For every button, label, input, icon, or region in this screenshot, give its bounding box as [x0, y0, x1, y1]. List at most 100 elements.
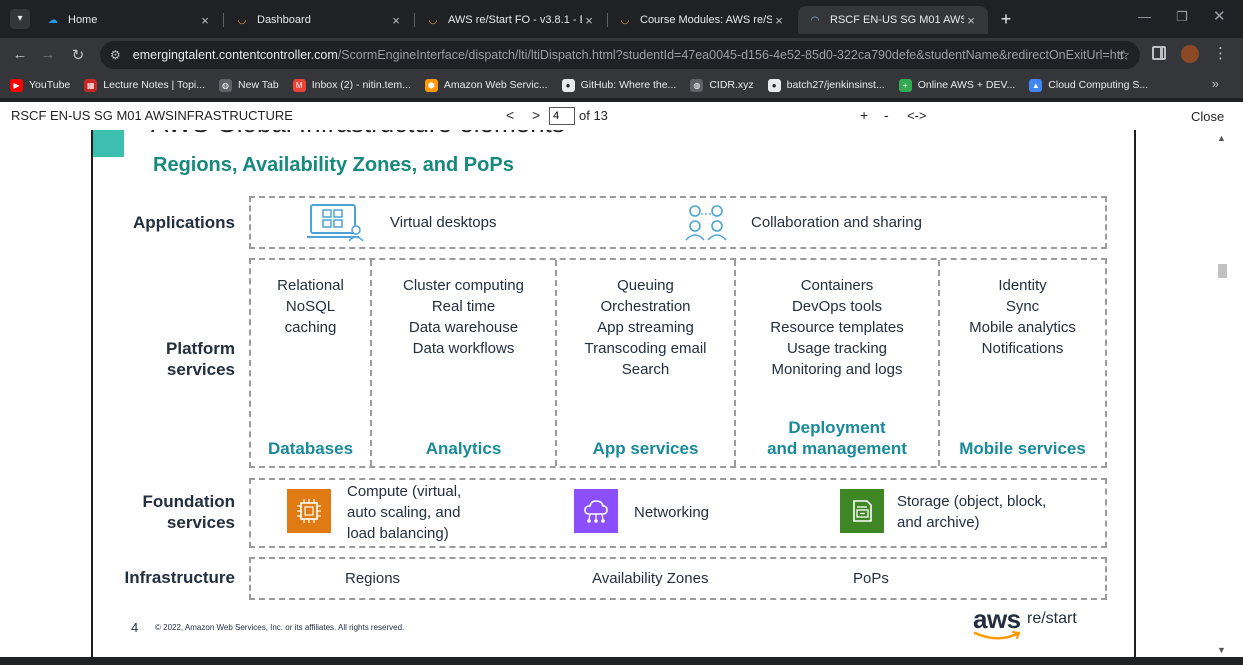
salesforce-cloud-icon: ☁: [48, 14, 58, 26]
bookmark-youtube[interactable]: ▶YouTube: [10, 78, 70, 92]
bookmarks-bar: ▶YouTube ▦Lecture Notes | Topi... ◍New T…: [0, 72, 1243, 98]
infrastructure-box: [249, 557, 1107, 600]
back-arrow-icon[interactable]: ←: [12, 46, 28, 63]
bookmark-label: Inbox (2) - nitin.tem...: [311, 79, 411, 91]
close-viewer-button[interactable]: Close: [1191, 109, 1225, 124]
url-path: /ScormEngineInterface/dispatch/lti/ltiDi…: [337, 48, 1123, 62]
previous-page-button[interactable]: <: [506, 107, 515, 123]
platform-item: Real time: [431, 298, 496, 315]
bookmark-aws[interactable]: ⬢Amazon Web Servic...: [424, 78, 548, 92]
bookmark-github[interactable]: ●GitHub: Where the...: [561, 78, 676, 92]
next-page-button[interactable]: >: [532, 107, 541, 123]
zoom-out-button[interactable]: -: [884, 107, 889, 123]
maximize-icon[interactable]: ❐: [1176, 9, 1188, 24]
content-viewer-bar: RSCF EN-US SG M01 AWSINFRASTRUCTURE < > …: [0, 102, 1243, 130]
platform-item: Notifications: [981, 340, 1064, 357]
browser-toolbar: ← → ↻ ⚙ emergingtalent.contentcontroller…: [0, 38, 1243, 72]
bookmark-cidr[interactable]: ◍CIDR.xyz: [690, 78, 754, 92]
platform-item: NoSQL: [285, 298, 336, 315]
bookmark-lecture-notes[interactable]: ▦Lecture Notes | Topi...: [84, 78, 206, 92]
compute-chip-icon: [287, 489, 331, 533]
site-info-icon[interactable]: ⚙: [110, 48, 121, 62]
fit-width-button[interactable]: <->: [907, 108, 927, 123]
tab-title: Dashboard: [257, 14, 311, 26]
databases-heading: Databases: [267, 439, 354, 458]
bookmark-star-icon[interactable]: ☆: [1117, 47, 1130, 63]
virtual-desktops-label: Virtual desktops: [390, 214, 497, 231]
platform-item: DevOps tools: [791, 298, 883, 315]
row-label-line: Platform: [166, 339, 235, 358]
minimize-icon[interactable]: —: [1138, 9, 1151, 24]
copyright-text: © 2022, Amazon Web Services, Inc. or its…: [155, 623, 405, 632]
bookmark-label: Amazon Web Servic...: [443, 79, 548, 91]
foundation-services-box: [249, 478, 1107, 548]
row-label-platform: Platform services: [93, 338, 235, 380]
canvas-icon: ◡: [620, 14, 630, 26]
tab-dashboard[interactable]: ◡ Dashboard ×: [225, 6, 413, 34]
close-tab-icon[interactable]: ×: [585, 12, 593, 28]
zoom-in-button[interactable]: +: [860, 107, 869, 123]
platform-item: Sync: [1005, 298, 1040, 315]
tab-rscf-active[interactable]: ◠ RSCF EN-US SG M01 AWSINFRA ×: [798, 6, 988, 34]
tab-home[interactable]: ☁ Home ×: [36, 6, 222, 34]
bookmark-jenkins[interactable]: ● batch27/jenkinsinst...: [767, 78, 885, 92]
storage-label: Storage (object, block, and archive): [897, 491, 1046, 533]
scrollbar-thumb[interactable]: [1218, 264, 1227, 278]
bookmark-cloud-computing[interactable]: ▲Cloud Computing S...: [1029, 78, 1148, 92]
storage-bucket-icon: [840, 489, 884, 533]
canvas-icon: ◡: [237, 14, 247, 26]
bookmark-label: batch27/jenkinsinst...: [786, 79, 885, 91]
close-tab-icon[interactable]: ×: [201, 12, 209, 28]
bookmark-inbox[interactable]: M Inbox (2) - nitin.tem...: [292, 78, 411, 92]
bookmark-new-tab[interactable]: ◍New Tab: [219, 78, 279, 92]
tab-search-dropdown[interactable]: ▾: [10, 9, 30, 29]
close-tab-icon[interactable]: ×: [967, 12, 975, 28]
tab-title: RSCF EN-US SG M01 AWSINFRA: [830, 14, 964, 26]
row-label-foundation: Foundation services: [93, 491, 235, 533]
platform-services-box: [249, 258, 1107, 468]
collaboration-label: Collaboration and sharing: [751, 214, 922, 231]
address-bar[interactable]: ⚙ emergingtalent.contentcontroller.com/S…: [100, 41, 1140, 69]
scroll-down-arrow-icon[interactable]: ▼: [1217, 645, 1226, 655]
desktop-monitor-icon: [307, 202, 365, 247]
tab-title: Course Modules: AWS re/Start: [640, 14, 772, 26]
databases-items: Relational NoSQL caching: [251, 275, 370, 338]
bookmark-label: Lecture Notes | Topi...: [103, 79, 206, 91]
tab-course-modules[interactable]: ◡ Course Modules: AWS re/Start ×: [608, 6, 796, 34]
compute-line: load balancing): [347, 525, 449, 542]
platform-item: Containers: [800, 277, 874, 294]
platform-item: Search: [621, 361, 670, 378]
slide-subtitle: Regions, Availability Zones, and PoPs: [153, 154, 514, 176]
tab-aws-restart[interactable]: ◡ AWS re/Start FO - v3.8.1 - EN ×: [416, 6, 606, 34]
more-bookmarks-icon[interactable]: »: [1211, 76, 1219, 91]
url-text[interactable]: emergingtalent.contentcontroller.com/Sco…: [133, 48, 1123, 62]
gmail-icon: M: [292, 78, 306, 92]
youtube-icon: ▶: [10, 78, 23, 92]
forward-arrow-icon[interactable]: →: [40, 46, 56, 63]
platform-item: Queuing: [617, 277, 674, 294]
new-tab-button[interactable]: +: [1000, 9, 1012, 29]
restart-logo-text: re/start: [1027, 610, 1077, 627]
platform-item: caching: [284, 319, 337, 336]
profile-avatar[interactable]: [1181, 45, 1199, 63]
window-close-icon[interactable]: ✕: [1213, 8, 1226, 25]
app-services-heading: App services: [592, 439, 699, 458]
networking-label: Networking: [634, 504, 710, 521]
github-icon: ●: [767, 78, 781, 92]
vertical-scrollbar[interactable]: ▲ ▼: [1213, 130, 1231, 657]
bookmark-online-aws[interactable]: +Online AWS + DEV...: [898, 78, 1015, 92]
networking-cloud-icon: [574, 489, 618, 533]
scroll-up-arrow-icon[interactable]: ▲: [1217, 133, 1226, 143]
aws-smile-icon: [973, 631, 1021, 640]
side-panel-icon[interactable]: [1152, 46, 1166, 60]
aws-logo: aws: [973, 604, 1021, 634]
close-tab-icon[interactable]: ×: [392, 12, 400, 28]
reload-icon[interactable]: ↻: [71, 47, 85, 64]
browser-menu-icon[interactable]: ⋮: [1213, 45, 1228, 62]
wifi-icon: ◠: [810, 14, 820, 26]
close-tab-icon[interactable]: ×: [775, 12, 783, 28]
availability-zones-label: Availability Zones: [592, 570, 709, 587]
page-number-input[interactable]: [549, 107, 575, 125]
platform-item: Usage tracking: [786, 340, 888, 357]
course-title: RSCF EN-US SG M01 AWSINFRASTRUCTURE: [11, 108, 293, 123]
